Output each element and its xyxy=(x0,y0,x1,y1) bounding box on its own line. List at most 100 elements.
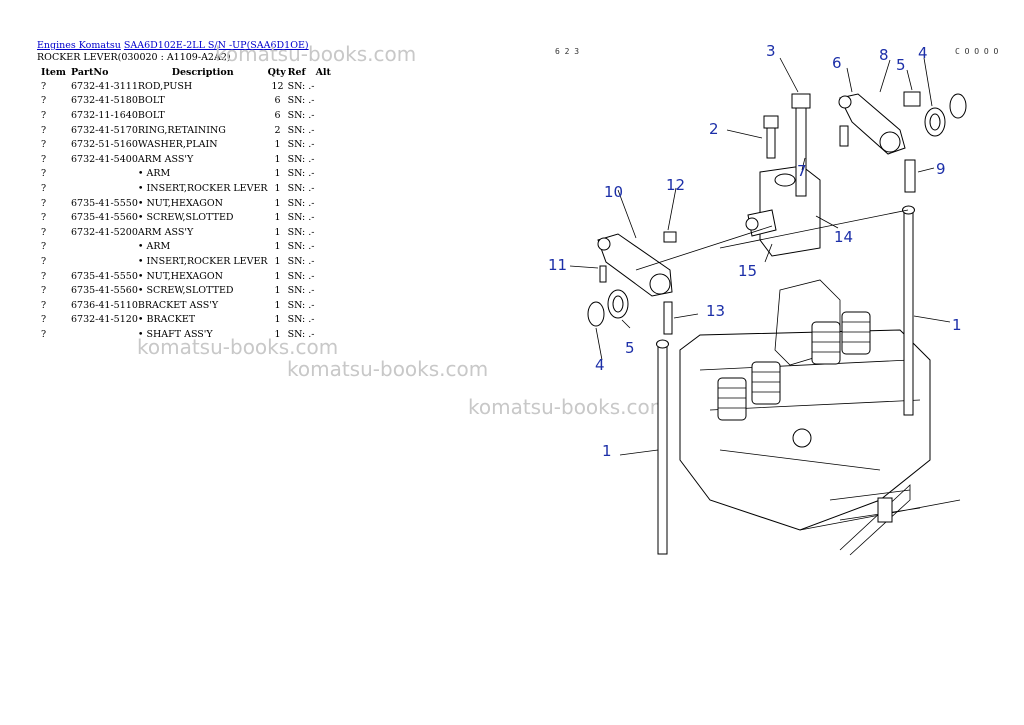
callouts: 3 8 4 6 5 2 7 9 10 12 14 15 11 13 1 5 4 … xyxy=(548,42,962,460)
callout-1: 1 xyxy=(952,316,962,334)
cell-description: • ARM xyxy=(137,241,171,253)
cell-description: ARM ASS'Y xyxy=(137,226,194,238)
cell-partno: 6732-41-5180 xyxy=(71,95,138,107)
cell-item: ? xyxy=(41,168,47,180)
callout-2: 2 xyxy=(709,120,719,138)
push-rods xyxy=(656,205,915,555)
cell-partno xyxy=(71,181,138,196)
rocker-arms xyxy=(597,93,906,297)
cell-description: • INSERT,ROCKER LEVER xyxy=(137,255,268,267)
callout-11: 11 xyxy=(548,256,567,274)
cell-qty: 1 xyxy=(274,212,281,224)
callout-3: 3 xyxy=(766,42,776,60)
cell-qty: 6 xyxy=(274,95,281,107)
cylinder-head xyxy=(679,279,961,556)
cell-ref: SN: .- xyxy=(287,153,315,165)
cell-item: ? xyxy=(41,328,47,340)
breadcrumb-link-engines[interactable]: Engines Komatsu xyxy=(37,40,121,51)
cell-item: ? xyxy=(41,270,47,282)
cell-partno: 6732-41-3111 xyxy=(71,80,138,92)
table-row: ? • INSERT,ROCKER LEVER 1 SN: .- xyxy=(37,254,336,269)
leader-lines xyxy=(569,57,951,456)
cell-qty: 1 xyxy=(274,139,281,151)
header-ref: Ref xyxy=(287,66,306,78)
table-header-row: Item PartNo Description Qty Ref Alt xyxy=(37,65,336,79)
cell-item: ? xyxy=(41,109,47,121)
cell-qty: 1 xyxy=(274,197,281,209)
header-partno: PartNo xyxy=(71,66,109,78)
cell-ref: SN: .- xyxy=(287,314,315,326)
cell-alt xyxy=(316,298,336,313)
cell-item: ? xyxy=(41,197,47,209)
cell-qty: 1 xyxy=(274,241,281,253)
cell-qty: 1 xyxy=(274,182,281,194)
diagram-page-ref-right: C O O O O xyxy=(955,47,999,56)
cell-alt xyxy=(316,181,336,196)
callout-4: 4 xyxy=(595,356,605,374)
breadcrumb: Engines Komatsu SAA6D102E-2LL S/N -UP(SA… xyxy=(37,40,309,51)
callout-7: 7 xyxy=(797,162,807,180)
cell-ref: SN: .- xyxy=(287,285,315,297)
cell-description: BRACKET ASS'Y xyxy=(137,299,219,311)
cell-alt xyxy=(316,167,336,182)
breadcrumb-link-model[interactable]: SAA6D102E-2LL S/N -UP(SAA6D1OE) xyxy=(123,40,309,51)
cell-qty: 1 xyxy=(274,255,281,267)
callout-1: 1 xyxy=(602,442,612,460)
parts-table: Item PartNo Description Qty Ref Alt ?673… xyxy=(37,65,336,342)
cell-description: ROD,PUSH xyxy=(137,80,193,92)
cell-item: ? xyxy=(41,299,47,311)
cell-alt xyxy=(316,225,336,240)
header-item: Item xyxy=(41,66,66,78)
cell-description: • BRACKET xyxy=(137,314,196,326)
cell-description: • NUT,HEXAGON xyxy=(137,197,223,209)
cell-description: • INSERT,ROCKER LEVER xyxy=(137,182,268,194)
callout-10: 10 xyxy=(604,183,623,201)
page-subtitle: ROCKER LEVER(030020 : A1109-A2A2) xyxy=(37,52,231,63)
cell-partno: 6735-41-5560 xyxy=(71,212,138,224)
cell-ref: SN: .- xyxy=(287,255,315,267)
cell-partno xyxy=(71,327,138,342)
cell-alt xyxy=(316,269,336,284)
cell-partno xyxy=(71,167,138,182)
cell-item: ? xyxy=(41,182,47,194)
cell-qty: 1 xyxy=(274,226,281,238)
cell-ref: SN: .- xyxy=(287,226,315,238)
header-qty: Qty xyxy=(267,66,286,78)
cell-alt xyxy=(316,283,336,298)
cell-item: ? xyxy=(41,285,47,297)
cell-ref: SN: .- xyxy=(287,168,315,180)
cell-alt xyxy=(316,123,336,138)
cell-ref: SN: .- xyxy=(287,241,315,253)
diagram-page-ref-left: 6 2 3 xyxy=(555,47,579,56)
cell-alt xyxy=(316,196,336,211)
cell-qty: 2 xyxy=(274,124,281,136)
callout-13: 13 xyxy=(706,302,725,320)
watermark: komatsu-books.com xyxy=(287,357,489,381)
cell-item: ? xyxy=(41,255,47,267)
cell-ref: SN: .- xyxy=(287,95,315,107)
cell-ref: SN: .- xyxy=(287,299,315,311)
callout-14: 14 xyxy=(834,228,853,246)
cell-item: ? xyxy=(41,95,47,107)
cell-partno: 6732-11-1640 xyxy=(71,109,138,121)
cell-qty: 1 xyxy=(274,285,281,297)
callout-6: 6 xyxy=(832,54,842,72)
cell-ref: SN: .- xyxy=(287,139,315,151)
cell-item: ? xyxy=(41,80,47,92)
cell-qty: 6 xyxy=(274,109,281,121)
cell-alt xyxy=(316,254,336,269)
cell-alt xyxy=(316,108,336,123)
cell-description: • ARM xyxy=(137,168,171,180)
callout-9: 9 xyxy=(936,160,946,178)
